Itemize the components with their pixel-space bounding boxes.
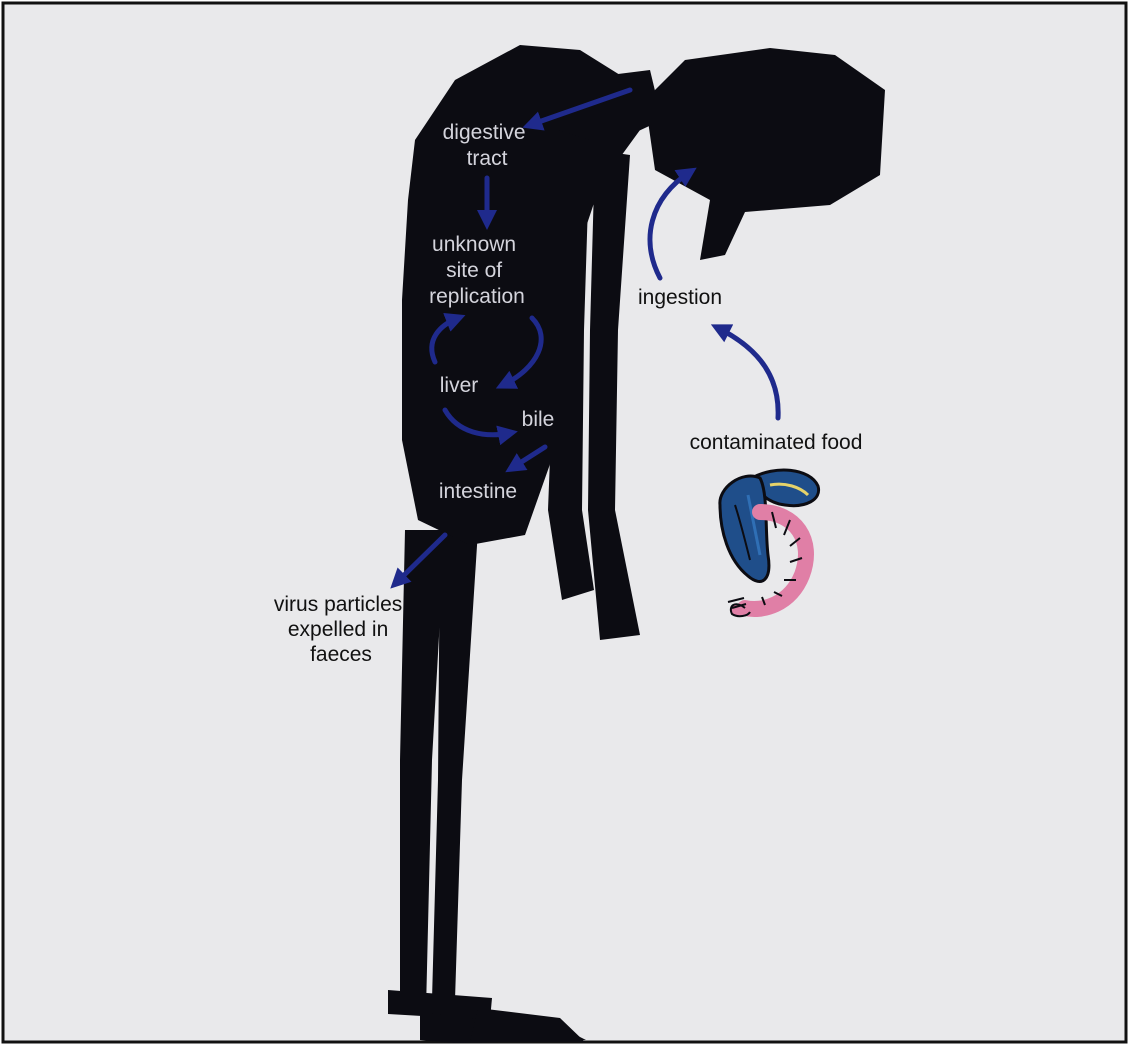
label-bile: bile: [522, 408, 555, 431]
label-liver: liver: [440, 374, 479, 397]
label-ingestion: ingestion: [638, 286, 722, 309]
label-contaminated-food: contaminated food: [690, 431, 863, 454]
label-intestine: intestine: [439, 480, 517, 503]
